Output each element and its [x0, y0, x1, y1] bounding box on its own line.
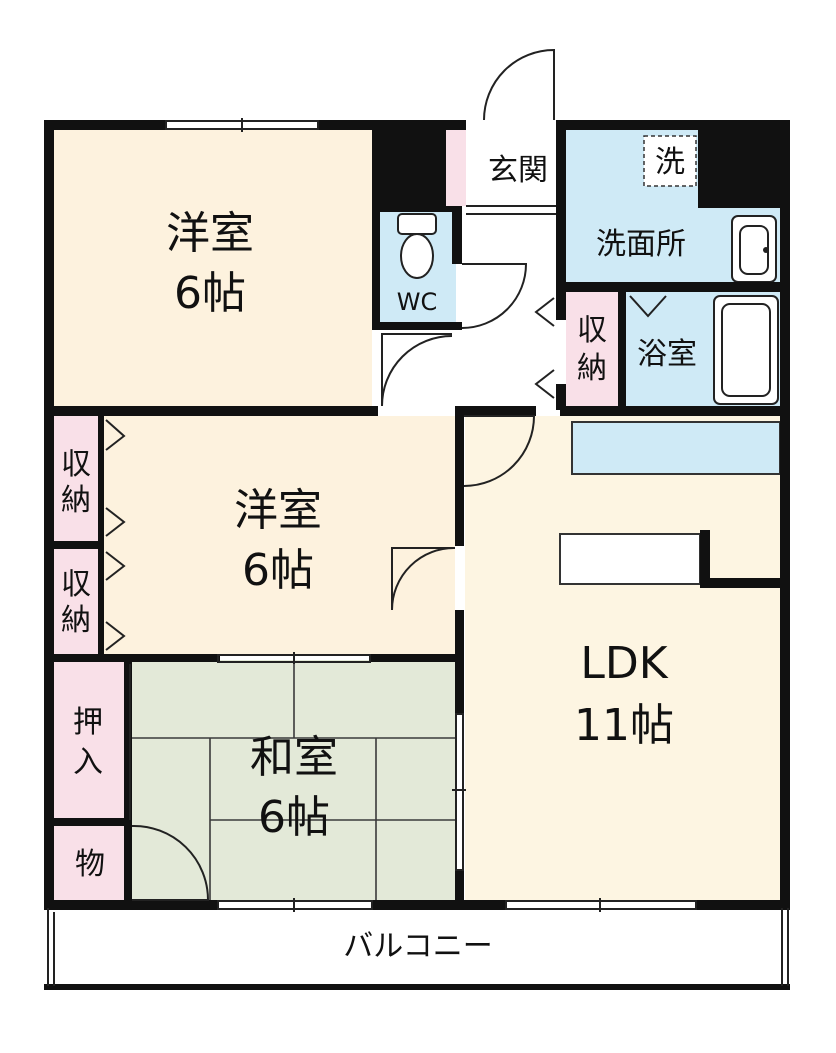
western-room-1-size: 6帖 [174, 268, 246, 319]
storage-west-top-area [52, 416, 100, 542]
storage-west-top-label-2: 納 [61, 483, 91, 518]
storage-hall-area [566, 290, 622, 408]
washer-space [643, 135, 697, 187]
oshiire-label-1: 押 [73, 705, 103, 740]
ldk-area [465, 416, 781, 902]
storage-hall-label-1: 収 [577, 313, 607, 348]
storage-west-bottom-label-2: 納 [61, 603, 91, 638]
ldk-name: LDK [580, 638, 668, 689]
sink-fixture [731, 215, 777, 283]
oshiire-label-2: 入 [73, 745, 103, 780]
ldk-size: 11帖 [574, 700, 674, 751]
entrance-label: 玄関 [488, 153, 548, 188]
western-room-2-area [52, 416, 455, 654]
toilet-fixture [397, 213, 437, 279]
mono-area [52, 826, 130, 902]
kitchen-counter [571, 421, 781, 475]
storage-west-bottom-label-1: 収 [61, 567, 91, 602]
japanese-room-name: 和室 [250, 732, 338, 783]
western-room-1-name: 洋室 [166, 208, 254, 259]
tatami-lines [132, 660, 455, 902]
kitchen-island [559, 533, 701, 585]
western-room-2-size: 6帖 [242, 545, 314, 596]
bathroom-door-mark [629, 295, 667, 318]
storage-west-bottom-area [52, 548, 100, 654]
mono-label: 物 [75, 847, 105, 882]
storage-hall-label-2: 納 [577, 351, 607, 386]
balcony-label: バルコニー [343, 929, 492, 964]
bathtub-fixture [713, 295, 779, 405]
balcony-area [48, 908, 788, 986]
doors [131, 48, 555, 901]
walls [44, 120, 790, 990]
washer-label: 洗 [655, 145, 685, 180]
toilet-label: WC [397, 288, 438, 316]
washroom-label: 洗面所 [596, 227, 686, 262]
entrance-shoe-storage [446, 128, 466, 206]
storage-west-top-label-1: 収 [61, 447, 91, 482]
oshiire-area [52, 660, 124, 820]
western-room-1-area [52, 128, 372, 410]
entrance-area [466, 128, 556, 206]
bathroom-label: 浴室 [637, 337, 697, 372]
windows-and-partitions [47, 118, 789, 986]
japanese-room-size: 6帖 [258, 792, 330, 843]
western-room-2-name: 洋室 [234, 485, 322, 536]
